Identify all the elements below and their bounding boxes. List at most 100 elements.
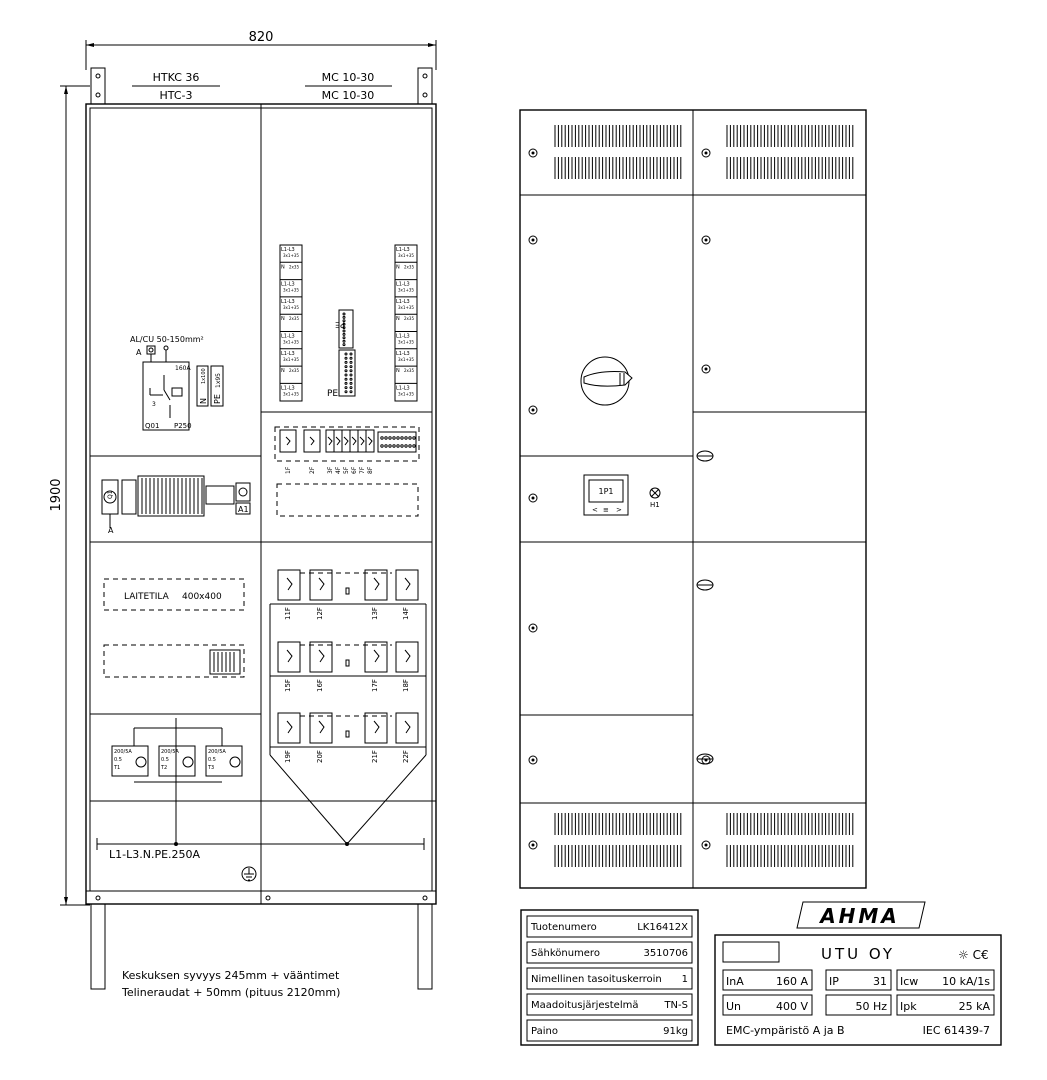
rating-key: Icw — [900, 975, 918, 988]
lamp-label: H1 — [650, 501, 660, 509]
busbar-label: L1-L3 — [396, 299, 410, 305]
breaker — [349, 429, 359, 453]
top-left-label-2: HTC-3 — [160, 89, 193, 102]
breaker-label: 19F — [284, 750, 292, 763]
svg-text:A1: A1 — [238, 505, 249, 514]
current-transformer — [205, 745, 243, 777]
breaker — [325, 429, 335, 453]
busbar-label: L1-L3 — [396, 334, 410, 340]
breaker — [309, 712, 333, 744]
busbar-label: L1-L3 — [281, 247, 295, 253]
busbar-sub-label: 3x1+35 — [283, 288, 299, 293]
meter-label: 1P1 — [598, 487, 613, 496]
main-switch-rating: 160A — [175, 365, 191, 372]
breaker — [365, 429, 375, 453]
busbar-label: L1-L3 — [396, 282, 410, 288]
ct-ratio: 200/5A — [208, 749, 226, 755]
ground-icon — [241, 866, 257, 882]
breaker-label: 6F — [351, 466, 358, 474]
screw-icon — [528, 405, 538, 415]
breaker — [341, 429, 351, 453]
n-terminal: N 1x100 — [196, 365, 209, 407]
product-row — [526, 941, 693, 964]
ct-id: T1 — [113, 765, 120, 771]
breaker-label: 18F — [402, 679, 410, 692]
breaker — [395, 569, 419, 601]
busbar-sub-label: 3x1+35 — [398, 288, 414, 293]
meter-button-next[interactable]: > — [616, 506, 622, 514]
svg-text:Q1: Q1 — [107, 490, 114, 499]
product-row — [526, 967, 693, 990]
busbar-label: L1-L3 — [281, 385, 295, 391]
breaker — [303, 429, 321, 453]
breaker — [364, 712, 388, 744]
rating-key: IP — [829, 975, 839, 988]
product-row-label: Nimellinen tasoituskerroin — [531, 974, 662, 985]
screw-icon — [528, 840, 538, 850]
breaker-label: 15F — [284, 679, 292, 692]
cabinet-interior-view: 820 1900 HTKC 36 HTC-3 MC 10-30 MC 10-30 — [49, 30, 437, 999]
ct-id: T2 — [160, 765, 167, 771]
rating-cell — [825, 994, 892, 1016]
product-row-label: Sähkönumero — [531, 948, 600, 959]
screw-icon — [528, 235, 538, 245]
note-line-1: Keskuksen syvyys 245mm + vääntimet — [122, 969, 340, 982]
rating-value: 31 — [873, 975, 887, 988]
breaker — [279, 429, 297, 453]
breaker-label: 20F — [316, 750, 324, 763]
busbar-sub-label: 3x1+35 — [398, 340, 414, 345]
busbar-sub-label: 3x1+35 — [283, 305, 299, 310]
busbar-sub-label: 2x35 — [404, 264, 414, 269]
screw-icon — [528, 623, 538, 633]
rating-value: 50 Hz — [855, 1000, 887, 1013]
breaker — [357, 429, 367, 453]
ventilation-grilles — [554, 125, 854, 867]
breaker-label: 5F — [343, 466, 350, 474]
product-row-value: 3510706 — [643, 948, 688, 959]
rating-key: Un — [726, 1000, 741, 1013]
breaker — [364, 641, 388, 673]
ct-class: 0.5 — [114, 757, 122, 763]
svg-text:PE: PE — [213, 394, 222, 404]
breaker — [277, 569, 301, 601]
meter-button-prev[interactable]: < — [592, 506, 598, 514]
current-transformer — [111, 745, 149, 777]
height-dimension: 1900 — [49, 478, 64, 511]
breaker — [277, 641, 301, 673]
ct-id: T3 — [207, 765, 214, 771]
rating-key: Ipk — [900, 1000, 917, 1013]
screw-icon — [528, 148, 538, 158]
breaker-label: 17F — [371, 679, 379, 692]
busbar-sub-label: 2x35 — [404, 316, 414, 321]
pe-bar-label-top: PE — [335, 320, 345, 329]
rating-value: 400 V — [776, 1000, 808, 1013]
energy-meter[interactable]: 1P1 < ≡ > — [583, 474, 629, 516]
busbar-label: L1-L3 — [396, 351, 410, 357]
main-switch-id-2: P250 — [174, 422, 192, 430]
pe-terminal: PE 1x95 — [210, 365, 224, 407]
busbar-label: N — [396, 264, 400, 270]
main-switch-handle[interactable] — [580, 356, 633, 406]
busbar-label: N — [396, 316, 400, 322]
pe-bar: PE PE — [327, 309, 356, 399]
breaker-label: 8F — [367, 466, 374, 474]
meter-button-menu[interactable]: ≡ — [603, 506, 609, 514]
breaker — [364, 569, 388, 601]
rating-key: InA — [726, 975, 744, 988]
main-switch: AL/CU 50-150mm² A 160A 3 Q01 P250 — [130, 335, 204, 431]
busbar-label: L1-L3 — [281, 299, 295, 305]
breaker-label: 3F — [327, 466, 334, 474]
svg-text:1x95: 1x95 — [215, 373, 222, 388]
ct-class: 0.5 — [208, 757, 216, 763]
rating-cell — [825, 969, 892, 991]
product-row-value: LK16412X — [637, 922, 688, 933]
width-dimension: 820 — [249, 30, 274, 45]
busbar-label: L1-L3 — [281, 351, 295, 357]
busbar-label: N — [281, 368, 285, 374]
busbar-sub-label: 3x1+35 — [398, 357, 414, 362]
